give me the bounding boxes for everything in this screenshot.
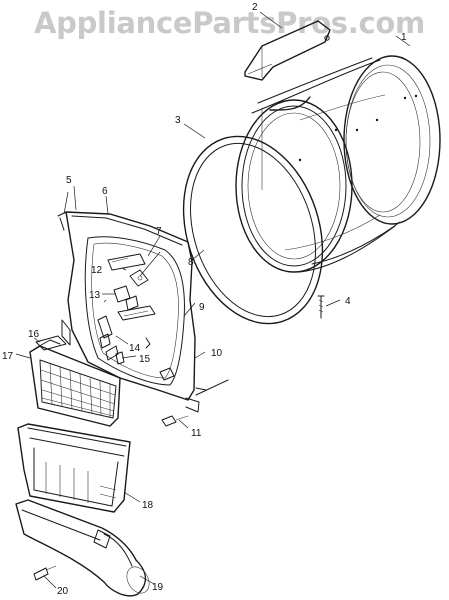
part-15-fastener [115,351,175,381]
part-16-screen-handle [35,335,67,351]
callout-16: 16 [28,329,40,340]
callout-3: 3 [175,115,181,126]
part-14-clip [97,315,151,361]
callout-1: 1 [401,32,407,43]
part-4-screw [317,295,341,319]
part-2-bracket [244,20,331,81]
part-19-duct-elbow [15,499,150,597]
callout-5: 5 [66,175,72,186]
callout-18: 18 [142,500,154,511]
part-12-hinge [107,253,149,287]
callout-20: 20 [57,586,69,597]
part-17-lint-screen [29,339,121,427]
callout-labels: 1 2 3 4 5 6 7 8 9 10 11 12 13 14 15 16 1… [2,2,407,597]
callout-10: 10 [211,348,223,359]
part-hinge-plate [117,305,156,321]
watermark: AppliancePartsPros.com [34,6,425,40]
callout-14: 14 [129,343,141,354]
callout-6: 6 [102,186,108,197]
callout-8: 8 [188,257,194,268]
callout-11: 11 [191,428,202,439]
leader-lines [15,11,411,589]
callout-15: 15 [139,354,151,365]
callout-9: 9 [199,302,205,313]
part-20-screw [33,565,57,581]
part-18-lint-duct [17,423,131,513]
part-1-drum [235,55,441,273]
callout-7: 7 [156,226,162,237]
callout-2: 2 [252,2,258,13]
part-13-switch [113,285,139,311]
callout-17: 17 [2,351,14,362]
callout-13: 13 [89,290,101,301]
callout-12: 12 [91,265,103,276]
callout-19: 19 [152,582,164,593]
part-11-screw [161,415,189,427]
callout-4: 4 [345,296,351,307]
part-6-front-bulkhead [57,211,229,413]
